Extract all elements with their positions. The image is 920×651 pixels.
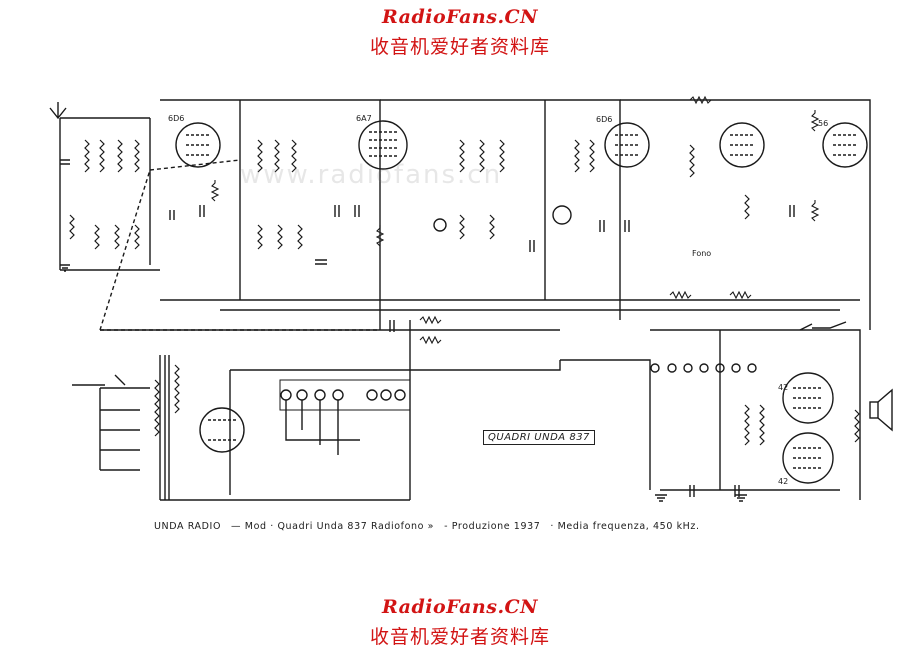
- tube-4-label: 56: [818, 119, 828, 128]
- watermark-title-bottom: RadioFans.CN: [381, 596, 539, 618]
- resistor-group: [210, 95, 820, 345]
- caption-model: — Mod · Quadri Unda 837 Radiofono »: [231, 521, 435, 532]
- tuning-meter: [552, 205, 572, 225]
- antenna-icon: [49, 102, 67, 120]
- capacitor-group: [60, 159, 795, 497]
- tube-detector: [719, 122, 765, 168]
- bus-lines: [59, 99, 871, 501]
- watermark-subtitle-bottom: 收音机爱好者资料库: [369, 626, 550, 648]
- fono-label: Fono: [692, 249, 711, 258]
- caption-if: · Media frequenza, 450 kHz.: [550, 521, 700, 532]
- potentiometer: [433, 218, 447, 232]
- watermark-title: RadioFans.CN: [381, 6, 539, 28]
- ganged-tuning-link: [99, 159, 380, 331]
- rectifier-tube: [199, 407, 245, 453]
- tube-2-label: 6A7: [356, 114, 372, 123]
- tube-1: [175, 122, 221, 168]
- tube-3-label: 6D6: [596, 115, 612, 124]
- power-transformer: [72, 355, 170, 500]
- ground-icons: [60, 264, 747, 502]
- loudspeaker-icon: [869, 388, 893, 432]
- tube-5-label: 42: [778, 383, 788, 392]
- tube-1-label: 6D6: [168, 114, 184, 123]
- tube-5: [782, 372, 834, 424]
- coil-group: [69, 139, 860, 446]
- band-switch: [279, 379, 411, 455]
- output-switch-contacts: [650, 363, 757, 373]
- faint-watermark: www.radiofans.cn: [240, 160, 503, 190]
- schematic-caption: UNDA RADIO — Mod · Quadri Unda 837 Radiof…: [154, 521, 710, 532]
- tube-3: [604, 122, 650, 168]
- watermark-subtitle: 收音机爱好者资料库: [369, 36, 550, 58]
- tube-6: [782, 432, 834, 484]
- caption-production: - Produzione 1937: [444, 521, 541, 532]
- tube-6-label: 42: [778, 477, 788, 486]
- caption-maker: UNDA RADIO: [154, 521, 222, 532]
- tube-2: [358, 120, 408, 170]
- power-switch: [799, 321, 847, 331]
- model-label-box: QUADRI UNDA 837: [483, 430, 595, 445]
- tube-4: [822, 122, 868, 168]
